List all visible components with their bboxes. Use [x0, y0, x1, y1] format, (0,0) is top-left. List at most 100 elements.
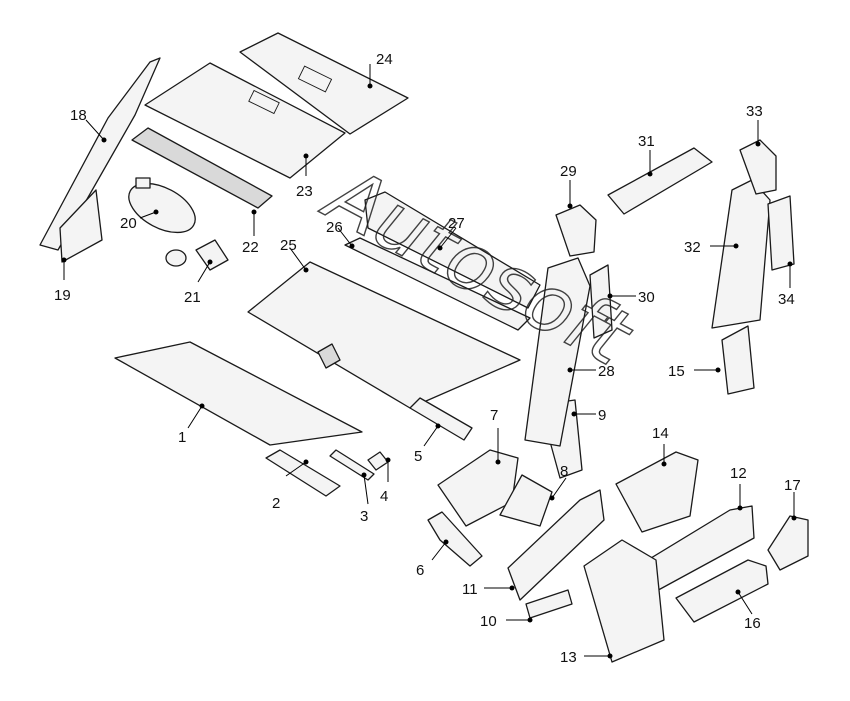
svg-text:29: 29	[560, 163, 577, 180]
part-28-pillar	[524, 257, 591, 447]
svg-text:25: 25	[280, 237, 297, 254]
part-32-pillar	[711, 179, 771, 329]
part-16-rocker-outer	[675, 559, 769, 623]
svg-text:2: 2	[272, 495, 280, 512]
svg-text:14: 14	[652, 425, 669, 442]
callout-5: 5	[414, 423, 441, 465]
callout-32: 32	[684, 239, 739, 256]
part-19-pillar-trim	[59, 189, 103, 263]
part-22-roof-bow	[131, 127, 273, 209]
callout-3: 3	[360, 472, 369, 525]
callout-8: 8	[549, 463, 568, 501]
part-1-floor	[114, 341, 363, 446]
svg-text:8: 8	[560, 463, 568, 480]
callout-17: 17	[784, 477, 801, 521]
svg-text:3: 3	[360, 508, 368, 525]
svg-text:19: 19	[54, 287, 71, 304]
svg-text:23: 23	[296, 183, 313, 200]
svg-text:32: 32	[684, 239, 701, 256]
callout-34: 34	[778, 261, 795, 308]
svg-text:5: 5	[414, 448, 422, 465]
callout-2: 2	[272, 459, 309, 512]
part-30-reinforcement	[589, 264, 613, 339]
part-11-inner-sill	[507, 489, 605, 601]
part-15-plate	[721, 325, 755, 395]
part-31-rail	[607, 147, 713, 215]
svg-text:33: 33	[746, 103, 763, 120]
callout-18: 18	[70, 107, 107, 143]
part-4-clip	[367, 451, 389, 471]
part-8-bracket	[499, 474, 553, 527]
callout-21: 21	[184, 259, 213, 306]
part-6-bracket	[427, 511, 483, 567]
part-3-strip	[329, 449, 375, 481]
callout-26: 26	[326, 219, 355, 249]
part-7-wheel-house	[437, 449, 519, 527]
callout-15: 15	[668, 363, 721, 380]
part-24-roof-panel	[239, 32, 409, 135]
callout-14: 14	[652, 425, 669, 467]
part-27-rear-panel	[364, 191, 541, 309]
svg-text:15: 15	[668, 363, 685, 380]
callout-27: 27	[437, 215, 465, 251]
part-18-pillar	[39, 57, 161, 251]
part-2-bracket	[265, 449, 341, 497]
callout-7: 7	[490, 407, 501, 465]
part-10-plate	[525, 589, 573, 619]
svg-text:28: 28	[598, 363, 615, 380]
part-25-floor-panel	[247, 261, 521, 409]
callout-9: 9	[571, 407, 606, 424]
part-29-cap	[555, 204, 597, 257]
svg-text:17: 17	[784, 477, 801, 494]
svg-text:21: 21	[184, 289, 201, 306]
svg-text:34: 34	[778, 291, 795, 308]
svg-text:10: 10	[480, 613, 497, 630]
part-13-panel	[583, 539, 665, 663]
part-20-sun-visor	[128, 177, 196, 234]
svg-text:11: 11	[462, 581, 478, 598]
callout-19: 19	[54, 257, 71, 304]
callout-23: 23	[296, 153, 313, 200]
callout-10: 10	[480, 613, 533, 630]
callout-33: 33	[746, 103, 763, 147]
svg-text:27: 27	[448, 215, 465, 232]
part-14-wheel-housing	[615, 451, 699, 533]
svg-text:24: 24	[376, 51, 393, 68]
svg-text:4: 4	[380, 488, 388, 505]
callout-11: 11	[462, 581, 515, 598]
svg-text:12: 12	[730, 465, 747, 482]
part-34-reinforcement	[767, 195, 795, 271]
part-17-end-cap	[767, 515, 809, 571]
callout-20: 20	[120, 209, 159, 232]
svg-text:16: 16	[744, 615, 761, 632]
svg-text:7: 7	[490, 407, 498, 424]
callout-16: 16	[735, 589, 761, 632]
svg-text:22: 22	[242, 239, 259, 256]
callout-25: 25	[280, 237, 309, 273]
svg-text:20: 20	[120, 215, 137, 232]
callout-1: 1	[178, 403, 205, 446]
svg-text:26: 26	[326, 219, 343, 236]
callout-13: 13	[560, 649, 613, 666]
part-33-cap	[739, 139, 777, 195]
part-23-roof-panel	[144, 62, 346, 179]
part-26-rail	[344, 237, 531, 331]
callout-22: 22	[242, 209, 259, 256]
callout-4: 4	[380, 457, 391, 505]
svg-text:30: 30	[638, 289, 655, 306]
svg-text:31: 31	[638, 133, 655, 150]
part-21-holder	[165, 239, 229, 271]
callout-6: 6	[416, 539, 449, 579]
callout-31: 31	[638, 133, 655, 177]
callout-12: 12	[730, 465, 747, 511]
callout-29: 29	[560, 163, 577, 209]
callout-28: 28	[567, 363, 615, 380]
part-5-sill	[409, 397, 473, 441]
callout-24: 24	[367, 51, 393, 89]
svg-text:6: 6	[416, 562, 424, 579]
svg-text:1: 1	[178, 429, 186, 446]
svg-text:9: 9	[598, 407, 606, 424]
callout-30: 30	[607, 289, 655, 306]
